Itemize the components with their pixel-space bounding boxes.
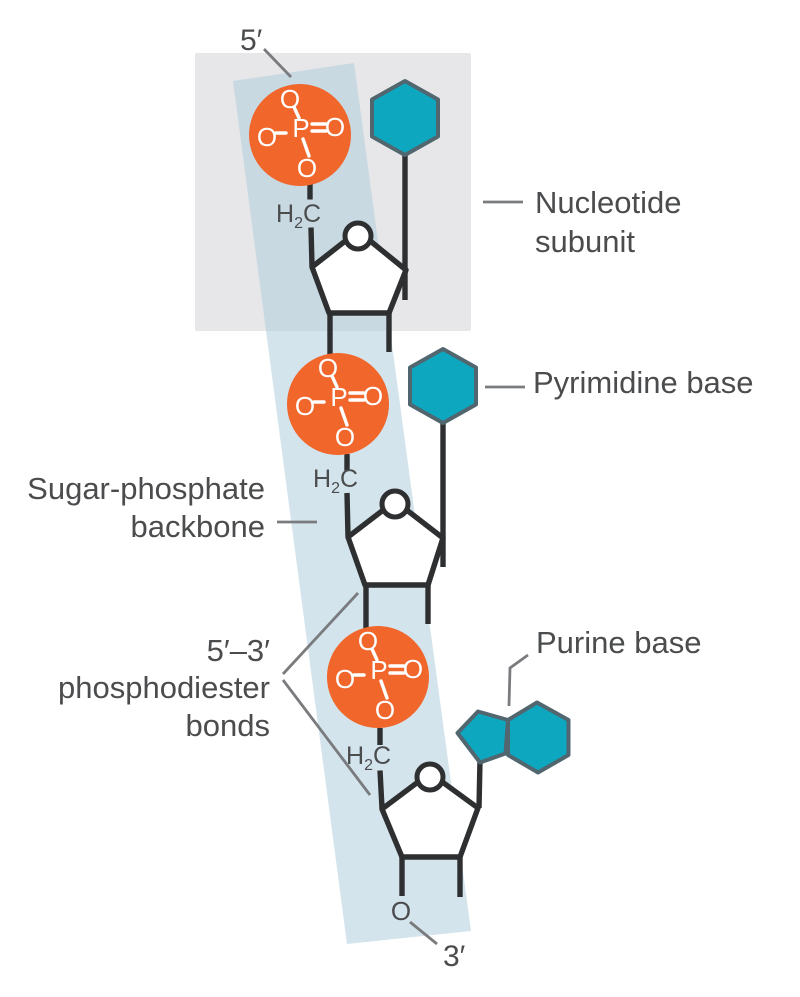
oxygen-left: O bbox=[257, 122, 277, 152]
diagram-labels: 5′ Nucleotide subunit Pyrimidine base Su… bbox=[27, 24, 753, 973]
methylene-label-3: H2C bbox=[346, 742, 391, 774]
oxygen-left: O bbox=[335, 664, 355, 694]
oxygen-left: O bbox=[295, 391, 315, 421]
nucleotide-subunit-label-line2: subunit bbox=[535, 224, 635, 259]
three-prime-pointer-line bbox=[409, 920, 438, 946]
phosphate-group-2: O O P O O bbox=[287, 353, 389, 455]
methylene-h: H bbox=[276, 200, 294, 228]
methylene-subscript: 2 bbox=[364, 757, 373, 774]
phosphodiester-label-line2: phosphodiester bbox=[58, 670, 270, 705]
ring-oxygen-1 bbox=[342, 220, 374, 252]
methylene-c: C bbox=[340, 465, 358, 493]
phosphate-atoms-2: O O P O O bbox=[295, 353, 383, 452]
phosphorus: P bbox=[370, 655, 387, 685]
oxygen-top: O bbox=[318, 353, 338, 383]
oxygen-double-bond: O bbox=[403, 654, 423, 684]
phosphate-atoms-1: O O P O O bbox=[257, 84, 345, 183]
phosphodiester-pointer-line-upper bbox=[281, 592, 360, 675]
bond-ch2-to-sugar3 bbox=[377, 770, 385, 809]
terminal-oxygen-label: O bbox=[391, 896, 411, 926]
phosphate-bond-glyphs bbox=[312, 374, 366, 427]
ring-oxygen-2 bbox=[379, 488, 411, 520]
methylene-h: H bbox=[313, 465, 331, 493]
pyrimidine-base-hexagon-2 bbox=[408, 347, 478, 425]
backbone-label-line1: Sugar-phosphate bbox=[27, 471, 265, 506]
phosphate-circle-3 bbox=[327, 626, 429, 728]
three-prime-label: 3′ bbox=[443, 940, 466, 973]
phosphorus: P bbox=[292, 113, 309, 143]
methylene-c: C bbox=[373, 742, 391, 770]
bond-ch2-to-sugar2 bbox=[344, 492, 351, 537]
nucleotide-subunit-label-line1: Nucleotide bbox=[535, 185, 681, 220]
pyrimidine-base-hexagon-1 bbox=[370, 79, 440, 157]
phosphodiester-label-line1: 5′–3′ bbox=[207, 633, 271, 668]
oxygen-bottom: O bbox=[375, 695, 395, 725]
pyrimidine-base-label: Pyrimidine base bbox=[533, 365, 754, 400]
phosphate-circle-1 bbox=[249, 84, 351, 186]
methylene-label-2: H2C bbox=[313, 465, 358, 497]
methylene-c: C bbox=[303, 200, 321, 228]
phosphate-group-3: O O P O O bbox=[327, 626, 429, 728]
bond-ch2-to-sugar1 bbox=[308, 227, 315, 267]
purine-base-hexagon bbox=[506, 700, 571, 775]
methylene-label-1: H2C bbox=[276, 200, 321, 232]
sugar-rings bbox=[309, 220, 481, 860]
oxygen-top: O bbox=[358, 626, 378, 656]
five-prime-label: 5′ bbox=[240, 24, 263, 57]
phosphate-circle-2 bbox=[287, 353, 389, 455]
phosphate-group-1: O O P O O bbox=[249, 84, 351, 186]
oxygen-top: O bbox=[280, 84, 300, 114]
phosphate-bond-glyphs bbox=[352, 647, 406, 700]
phosphodiester-pointer-line-lower bbox=[281, 679, 372, 796]
purine-base-pentagon bbox=[455, 709, 510, 765]
oxygen-bottom: O bbox=[297, 153, 317, 183]
purine-base-pointer-line bbox=[507, 653, 529, 707]
annotation-pointers bbox=[262, 48, 529, 946]
nitrogenous-bases bbox=[370, 79, 571, 775]
phosphate-bond-glyphs bbox=[274, 105, 328, 158]
bond-purine-to-sugar3 bbox=[476, 759, 483, 809]
methylene-subscript: 2 bbox=[294, 215, 303, 232]
methylene-subscript: 2 bbox=[331, 480, 340, 497]
phosphate-atoms-3: O O P O O bbox=[335, 626, 423, 725]
backbone-highlight-band bbox=[233, 63, 471, 944]
methylene-h: H bbox=[346, 742, 364, 770]
oxygen-double-bond: O bbox=[363, 381, 383, 411]
backbone-label-line2: backbone bbox=[131, 509, 265, 544]
ring-oxygen-3 bbox=[414, 761, 446, 793]
oxygen-bottom: O bbox=[335, 422, 355, 452]
five-prime-pointer-line bbox=[262, 48, 293, 78]
purine-base-label: Purine base bbox=[536, 625, 701, 660]
oxygen-double-bond: O bbox=[325, 112, 345, 142]
phosphorus: P bbox=[330, 382, 347, 412]
phosphodiester-label-line3: bonds bbox=[186, 708, 270, 743]
